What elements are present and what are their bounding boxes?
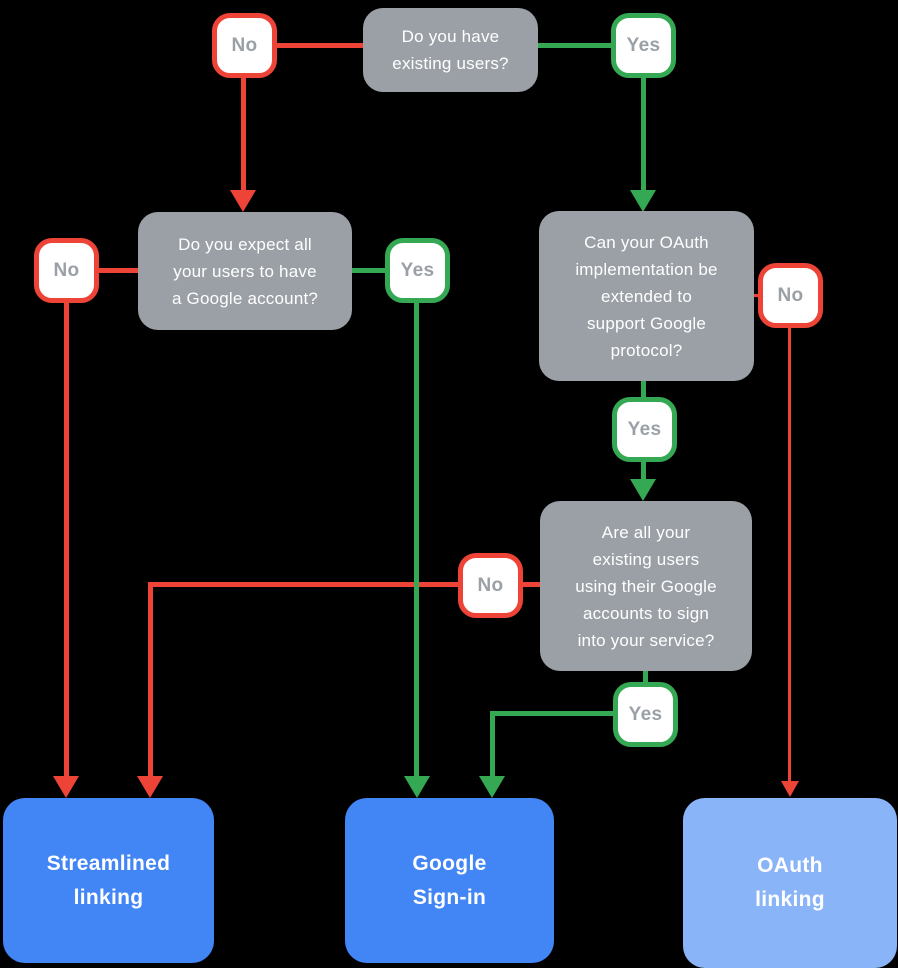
arrowhead-down-icon — [137, 776, 163, 798]
outcome-google-signin: Google Sign-in — [345, 798, 554, 963]
outcome-streamlined-linking-text: Streamlined linking — [46, 851, 171, 909]
badge-yes-existing-users: Yes — [611, 13, 676, 78]
badge-yes-oauth-extendable: Yes — [612, 397, 677, 462]
edge-existing-users-yes-horizontal — [538, 43, 611, 48]
edge-all-users-yes-horizontal — [490, 711, 613, 716]
edge-oauth-extendable-yes-vertical — [641, 459, 646, 479]
edge-expect-account-no-horizontal — [98, 268, 138, 273]
outcome-oauth-linking-text: OAuth linking — [755, 854, 825, 911]
edge-existing-users-no-vertical — [241, 78, 246, 190]
outcome-google-signin-text: Google Sign-in — [412, 851, 487, 909]
question-expect-google-account-text: Do you expect all your users to have a G… — [171, 234, 319, 308]
badge-yes-label: Yes — [400, 259, 435, 281]
badge-yes-label: Yes — [628, 703, 663, 725]
badge-no-oauth-extendable: No — [758, 263, 823, 328]
edge-expect-account-yes-horizontal — [352, 268, 385, 273]
badge-no-existing-users: No — [212, 13, 277, 78]
outcome-streamlined-linking: Streamlined linking — [3, 798, 214, 963]
edge-oauth-extendable-no-vertical — [788, 327, 791, 781]
edge-expect-account-no-vertical — [64, 302, 69, 776]
question-all-users-google: Are all your existing users using their … — [540, 501, 752, 671]
outcome-oauth-linking: OAuth linking — [683, 798, 897, 968]
edge-existing-users-no-horizontal — [276, 43, 363, 48]
arrowhead-down-icon — [781, 781, 799, 797]
question-all-users-google-text: Are all your existing users using their … — [575, 522, 717, 650]
badge-no-label: No — [53, 259, 80, 281]
arrowhead-down-icon — [630, 190, 656, 212]
badge-no-expect-account: No — [34, 238, 99, 303]
question-expect-google-account: Do you expect all your users to have a G… — [138, 212, 352, 330]
arrowhead-down-icon — [630, 479, 656, 501]
question-existing-users-text: Do you have existing users? — [392, 27, 509, 73]
badge-no-label: No — [477, 574, 504, 596]
question-oauth-extendable-text: Can your OAuth implementation be extende… — [575, 232, 718, 360]
badge-yes-all-users: Yes — [613, 682, 678, 747]
question-oauth-extendable: Can your OAuth implementation be extende… — [539, 211, 754, 381]
badge-yes-label: Yes — [626, 34, 661, 56]
edge-all-users-no-vertical — [148, 582, 153, 776]
edge-all-users-no-stub — [522, 582, 540, 587]
edge-all-users-no-horizontal — [148, 582, 458, 587]
badge-no-label: No — [777, 284, 804, 306]
edge-expect-account-yes-vertical — [414, 302, 419, 776]
badge-yes-expect-account: Yes — [385, 238, 450, 303]
arrowhead-down-icon — [53, 776, 79, 798]
edge-all-users-yes-stub — [643, 668, 648, 684]
edge-all-users-yes-vertical — [490, 711, 495, 776]
arrowhead-down-icon — [479, 776, 505, 798]
arrowhead-down-icon — [230, 190, 256, 212]
badge-no-all-users: No — [458, 553, 523, 618]
edge-oauth-extendable-no-stub — [750, 294, 758, 297]
badge-yes-label: Yes — [627, 418, 662, 440]
question-existing-users: Do you have existing users? — [363, 8, 538, 92]
badge-no-label: No — [231, 34, 258, 56]
edge-oauth-extendable-yes-stub — [641, 378, 646, 398]
edge-existing-users-yes-vertical — [641, 78, 646, 190]
arrowhead-down-icon — [404, 776, 430, 798]
